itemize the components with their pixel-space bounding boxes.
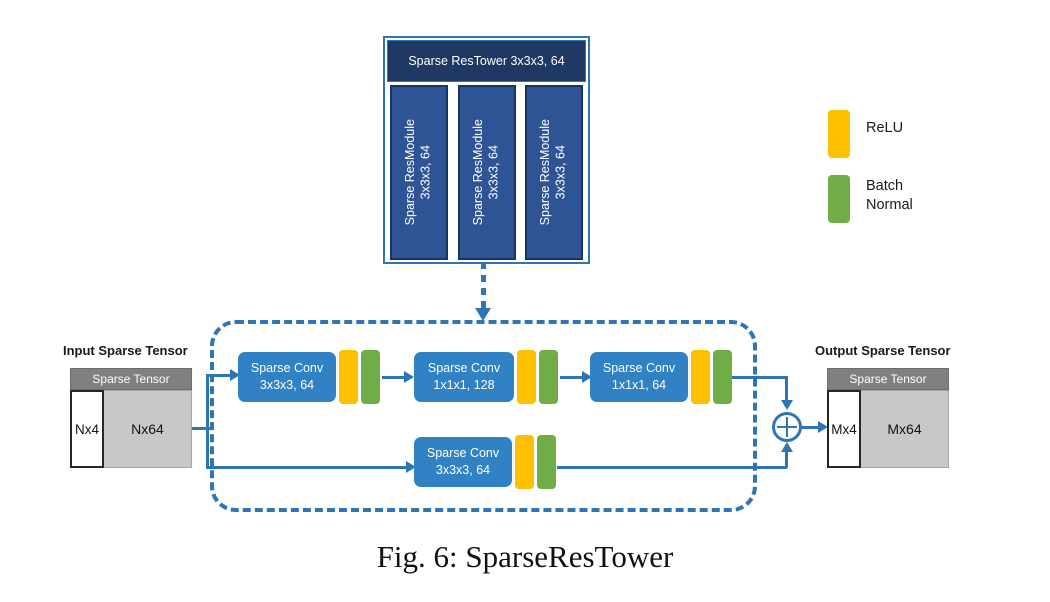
output-tensor-body: Mx4 Mx64 — [827, 390, 949, 468]
wire-conv2-to-conv3 — [560, 376, 586, 379]
skip-conv-block-title: Sparse Conv — [426, 446, 500, 461]
main-batchnorm-pill-3 — [713, 350, 732, 404]
wire-sum-to-output — [802, 426, 822, 429]
legend-swatch-relu — [828, 110, 850, 158]
arrowhead-to-conv2-icon — [404, 371, 414, 383]
input-tensor-features-cell: Nx64 — [103, 390, 192, 468]
main-conv-block-1-spec: 3x3x3, 64 — [259, 378, 315, 392]
arrowhead-to-conv1-icon — [230, 369, 240, 381]
output-tensor-coords-cell: Mx4 — [827, 390, 861, 468]
wire-skip-branch-up-to-sum — [785, 450, 788, 468]
main-relu-pill-1 — [339, 350, 358, 404]
input-tensor-coords-cell: Nx4 — [70, 390, 104, 468]
sparse-resmodule-1-label: Sparse ResModule 3x3x3, 64 — [403, 119, 433, 226]
sparse-restower-header: Sparse ResTower 3x3x3, 64 — [387, 40, 586, 82]
skip-relu-pill — [515, 435, 534, 489]
wire-skip-branch-to-sum — [557, 466, 787, 469]
wire-split-to-skip-conv — [206, 466, 411, 469]
main-conv-block-3-title: Sparse Conv — [602, 361, 676, 376]
legend-swatch-batch-normal — [828, 175, 850, 223]
wire-input-split-vertical — [206, 374, 209, 469]
arrowhead-to-conv3-icon — [582, 371, 592, 383]
arrowhead-to-output-icon — [818, 421, 828, 433]
skip-batchnorm-pill — [537, 435, 556, 489]
main-conv-block-2-spec: 1x1x1, 128 — [433, 378, 495, 392]
wire-main-branch-down-to-sum — [785, 376, 788, 404]
input-tensor-body: Nx4 Nx64 — [70, 390, 192, 468]
legend-label-relu: ReLU — [866, 120, 904, 136]
main-conv-block-2: Sparse Conv 1x1x1, 128 — [414, 352, 514, 402]
main-conv-block-1-title: Sparse Conv — [250, 361, 324, 376]
residual-block-dashed-container — [210, 320, 757, 512]
tower-expansion-arrowhead-icon — [475, 308, 491, 321]
arrowhead-skip-into-sum-icon — [781, 442, 793, 452]
main-relu-pill-2 — [517, 350, 536, 404]
main-relu-pill-3 — [691, 350, 710, 404]
main-conv-block-2-title: Sparse Conv — [427, 361, 501, 376]
sparse-resmodule-2-label: Sparse ResModule 3x3x3, 64 — [470, 119, 501, 226]
wire-split-to-conv1 — [206, 374, 232, 377]
main-batchnorm-pill-2 — [539, 350, 558, 404]
skip-conv-block-spec: 3x3x3, 64 — [435, 463, 491, 477]
arrowhead-main-into-sum-icon — [781, 400, 793, 410]
figure-caption: Fig. 6: SparseResTower — [376, 539, 674, 574]
main-batchnorm-pill-1 — [361, 350, 380, 404]
output-tensor-title: Output Sparse Tensor — [815, 343, 951, 358]
sum-node-plus-circle-icon — [772, 412, 802, 442]
arrowhead-to-skip-conv-icon — [406, 461, 416, 473]
wire-input-to-split — [192, 427, 210, 430]
output-tensor-header: Sparse Tensor — [827, 368, 949, 390]
input-tensor-title: Input Sparse Tensor — [63, 343, 188, 358]
tower-expansion-dashed-line — [481, 262, 486, 310]
legend-label-batch-normal: Batch Normal — [866, 178, 913, 213]
sparse-resmodule-1: Sparse ResModule 3x3x3, 64 — [390, 85, 448, 260]
input-tensor-header: Sparse Tensor — [70, 368, 192, 390]
output-tensor-features-cell: Mx64 — [860, 390, 949, 468]
sparse-resmodule-3: Sparse ResModule 3x3x3, 64 — [525, 85, 583, 260]
skip-conv-block: Sparse Conv 3x3x3, 64 — [414, 437, 512, 487]
main-conv-block-3: Sparse Conv 1x1x1, 64 — [590, 352, 688, 402]
main-conv-block-1: Sparse Conv 3x3x3, 64 — [238, 352, 336, 402]
sparse-resmodule-3-label: Sparse ResModule 3x3x3, 64 — [538, 119, 568, 226]
wire-conv1-to-conv2 — [382, 376, 408, 379]
wire-main-branch-to-sum — [732, 376, 787, 379]
main-conv-block-3-spec: 1x1x1, 64 — [611, 378, 667, 392]
sparse-restower-modules: Sparse ResModule 3x3x3, 64 Sparse ResMod… — [390, 85, 583, 260]
sparse-resmodule-2: Sparse ResModule 3x3x3, 64 — [457, 85, 516, 260]
